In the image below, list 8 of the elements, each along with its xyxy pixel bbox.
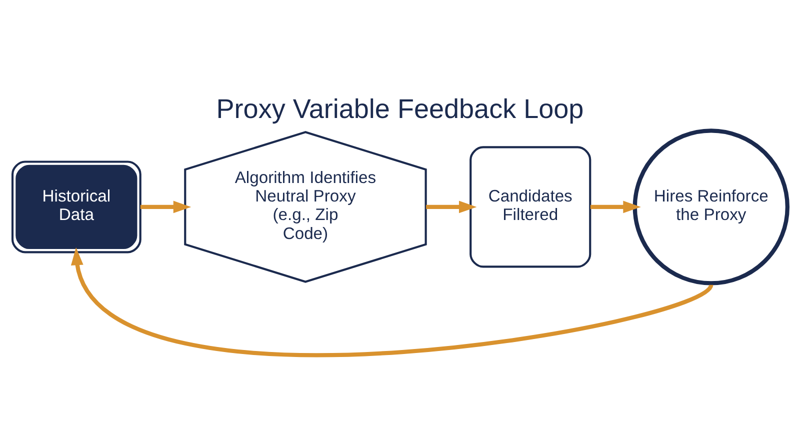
node-box: Historical Data: [11, 160, 142, 253]
arrow: [70, 246, 713, 357]
arrow: [140, 200, 192, 213]
diagram-title: Proxy Variable Feedback Loop: [216, 93, 584, 124]
node-box: Candidates Filtered: [470, 146, 592, 268]
node-circle: Hires Reinforce the Proxy: [632, 128, 790, 285]
arrow: [590, 200, 641, 213]
arrow: [426, 200, 477, 213]
